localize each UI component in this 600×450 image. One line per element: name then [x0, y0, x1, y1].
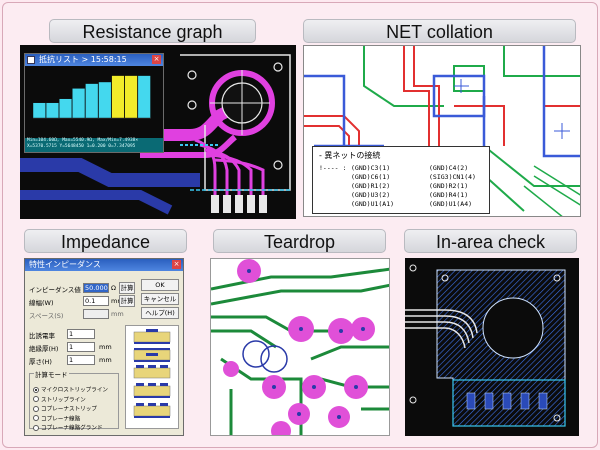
resistance-bar [85, 83, 99, 119]
er-label: 比誘電率 [29, 332, 55, 340]
calc-width-button[interactable]: 計算 [119, 295, 135, 307]
label-net-collation: NET collation [303, 19, 576, 43]
t-label: 厚さ(H) [29, 358, 52, 366]
h-label: 絶縁厚(H) [29, 345, 59, 353]
status-line-1: Min=104.60Ω, Max=5540.9Ω, Max/Min=7.4938… [27, 138, 139, 143]
radio-icon[interactable] [33, 396, 39, 402]
impedance-dialog[interactable]: 特性インピーダンス × インピーダンス値 50.000 Ω 計算 線幅(W) 0… [24, 258, 184, 436]
window-titlebar[interactable]: 抵抗リスト > 15:58:15 × [25, 54, 163, 66]
resistance-bar [137, 75, 151, 119]
space-label: スペース(S) [29, 312, 64, 320]
mode-option[interactable]: ストリップライン [33, 389, 86, 408]
ok-button[interactable]: OK [141, 279, 179, 291]
resistance-panel: 抵抗リスト > 15:58:15 × Min=104.60Ω, Max=5540… [20, 45, 296, 219]
net-entry: (GND)U1(A4) [429, 200, 473, 208]
cancel-button[interactable]: キャンセル [141, 293, 179, 305]
net-entry: (GND)U1(A1) [351, 200, 395, 208]
resistance-bar [45, 102, 59, 119]
radio-icon[interactable] [33, 386, 39, 393]
mode-option-label: コプレーナ線路 [41, 416, 81, 422]
net-collation-popup: ‐ 異ネットの接続 !---- : (GND)C3(1)(GND)C6(1)(G… [312, 146, 490, 214]
resistance-bar [124, 75, 138, 119]
label-impedance: Impedance [24, 229, 187, 253]
radio-icon[interactable] [33, 405, 39, 412]
teardrop-canvas [211, 259, 389, 435]
mode-option[interactable]: コプレーナ線路グランド [33, 417, 103, 436]
net-panel: ‐ 異ネットの接続 !---- : (GND)C3(1)(GND)C6(1)(G… [303, 45, 581, 217]
mode-title: 計算モード [34, 369, 69, 379]
impedance-value-input[interactable]: 50.000 [83, 283, 109, 293]
dialog-title: 特性インピーダンス [29, 260, 101, 269]
resistance-bar [59, 98, 73, 119]
t-unit: mm [99, 356, 112, 364]
width-unit: mm [111, 297, 124, 305]
t-input[interactable]: 1 [67, 355, 95, 365]
h-input[interactable]: 1 [67, 342, 95, 352]
popup-title: ‐ 異ネットの接続 [319, 151, 381, 160]
er-input[interactable]: 1 [67, 329, 95, 339]
impedance-value-label: インピーダンス値 [29, 286, 81, 294]
radio-icon[interactable] [33, 415, 39, 421]
resistance-bar [32, 102, 46, 119]
stackup-diagram [125, 325, 179, 429]
mode-group: 計算モード マイクロストリップラインストリップラインコプレーナストリップコプレー… [29, 369, 119, 432]
window-icon [27, 56, 35, 64]
status-line-2: X=5370.5715 Y=5648450 1=0.200 0=7.347095 [27, 144, 136, 149]
net-entry: (GND)R1(2) [351, 182, 391, 190]
window-title: 抵抗リスト > 15:58:15 [39, 55, 127, 64]
space-input[interactable] [83, 309, 109, 319]
net-entry: (GND)C6(1) [351, 173, 391, 181]
net-entry: (GND)U3(2) [351, 191, 391, 199]
net-entry: (GND)R2(1) [429, 182, 469, 190]
net-entry: (GND)R4(1) [429, 191, 469, 199]
space-unit: mm [111, 310, 124, 318]
pcb-canvas [20, 54, 291, 215]
mode-option[interactable]: マイクロストリップライン [33, 379, 108, 398]
close-icon[interactable]: × [172, 260, 181, 269]
teardrop-panel [210, 258, 390, 436]
label-resistance-graph: Resistance graph [49, 19, 256, 43]
calc-impedance-button[interactable]: 計算 [119, 282, 135, 294]
resistance-bar [98, 81, 112, 119]
mode-option-label: コプレーナ線路グランド [41, 425, 103, 432]
mode-option-label: マイクロストリップライン [41, 387, 109, 394]
net-entry: (GND)C3(1) [351, 164, 391, 172]
stackup-svg [133, 329, 171, 418]
status-area: Min=104.60Ω, Max=5540.9Ω, Max/Min=7.4938… [25, 138, 163, 152]
resistance-bar [72, 88, 86, 119]
help-button[interactable]: ヘルプ(H) [141, 307, 179, 319]
radio-icon[interactable] [33, 424, 39, 431]
mode-option[interactable]: コプレーナ線路 [33, 408, 80, 427]
label-in-area-check: In-area check [404, 229, 577, 253]
mode-option[interactable]: コプレーナストリップ [33, 398, 97, 417]
net-entry: (GND)C4(2) [429, 164, 469, 172]
in-area-canvas [405, 264, 566, 427]
width-label: 線幅(W) [29, 299, 54, 307]
resistance-bar-chart [25, 66, 163, 136]
close-icon[interactable]: × [152, 55, 161, 64]
resistance-list-window[interactable]: 抵抗リスト > 15:58:15 × Min=104.60Ω, Max=5540… [24, 53, 164, 153]
impedance-unit: Ω [111, 284, 116, 292]
label-teardrop: Teardrop [213, 229, 386, 253]
width-input[interactable]: 0.1 [83, 296, 109, 306]
net-entry: (SIG3)CN1(4) [429, 173, 476, 181]
in-area-panel [405, 258, 579, 436]
mode-option-label: コプレーナストリップ [41, 406, 97, 413]
resistance-bar [111, 75, 125, 119]
mode-option-label: ストリップライン [41, 397, 86, 403]
popup-prefix: !---- : [319, 164, 347, 172]
h-unit: mm [99, 343, 112, 351]
dialog-titlebar[interactable]: 特性インピーダンス × [25, 259, 183, 271]
